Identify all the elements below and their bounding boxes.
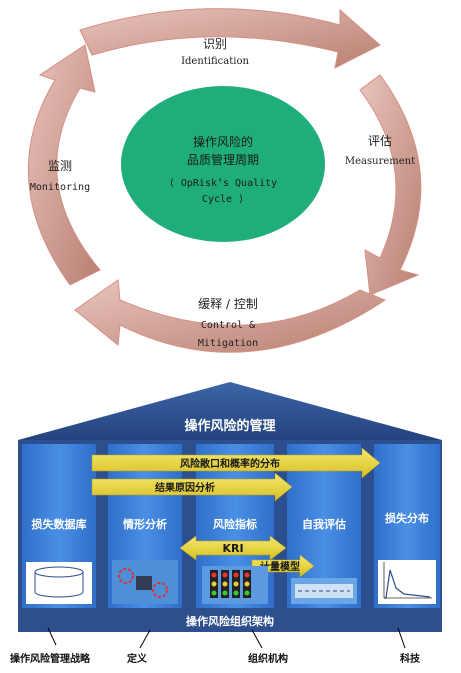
arrow-cause-analysis: 结果原因分析 [91, 472, 293, 502]
pointer-definition [139, 629, 151, 649]
center-title-line1: 操作风险的 [193, 134, 253, 149]
control-cn: 缓释 / 控制 [198, 297, 258, 311]
pointer-organization [251, 629, 263, 649]
arrow-exposure-distribution: 风险敞口和概率的分布 [91, 447, 381, 479]
model-label: 计量模型 [260, 560, 300, 573]
house-roof [18, 382, 442, 440]
center-sub-line1: ( OpRisk’s Quality [169, 178, 277, 189]
control-en-line2: Mitigation [198, 338, 258, 349]
footer-definition: 定义 [127, 652, 148, 665]
arrow2-label: 结果原因分析 [155, 481, 215, 494]
base-label: 操作风险组织架构 [186, 614, 274, 628]
database-icon [26, 562, 92, 604]
house-base [18, 610, 442, 632]
cycle-arrow-bottom [74, 279, 387, 353]
pointer-strategy [47, 627, 57, 646]
center-sub-line2: Cycle ) [202, 194, 244, 205]
kri-label: KRI [222, 542, 243, 555]
pillar-label-1: 损失数据库 [32, 517, 87, 531]
monitoring-cn: 监测 [48, 159, 72, 173]
identification-cn: 识别 [203, 37, 227, 51]
center-circle [121, 86, 325, 242]
pillar-label-4: 自我评估 [302, 517, 346, 531]
pointer-technology [397, 627, 406, 649]
identification-en: Identification [181, 56, 249, 67]
footer-strategy: 操作风险管理战略 [10, 652, 91, 665]
monitoring-en: Monitoring [30, 182, 90, 193]
cycle-arrow-right [359, 74, 422, 296]
footer-technology: 科技 [400, 652, 421, 665]
measurement-en: Measurement [345, 156, 415, 167]
arrow1-label: 风险敞口和概率的分布 [180, 457, 280, 470]
cycle-arrow-top [79, 8, 381, 69]
arrow-kri: KRI [179, 535, 287, 561]
house: 操作风险的管理 损失数据库 情形分析 风险指标 自我评估 损失分布 风险敞口和概… [18, 382, 442, 649]
pillar-label-5: 损失分布 [385, 511, 429, 525]
pillar-label-3: 风险指标 [213, 517, 257, 531]
cycle-arrow-left [27, 44, 101, 286]
self-assessment-icon [291, 578, 357, 604]
cycle-arrows [27, 8, 422, 353]
pillar-label-2: 情形分析 [123, 517, 167, 531]
control-en-line1: Control & [201, 320, 255, 331]
loss-distribution-icon [378, 560, 436, 604]
scenario-analysis-icon [112, 560, 178, 604]
roof-title: 操作风险的管理 [184, 418, 275, 434]
measurement-cn: 评估 [368, 134, 392, 148]
footer-organization: 组织机构 [248, 652, 288, 665]
center-title-line2: 品质管理周期 [187, 152, 259, 167]
traffic-light-icon [202, 566, 268, 604]
